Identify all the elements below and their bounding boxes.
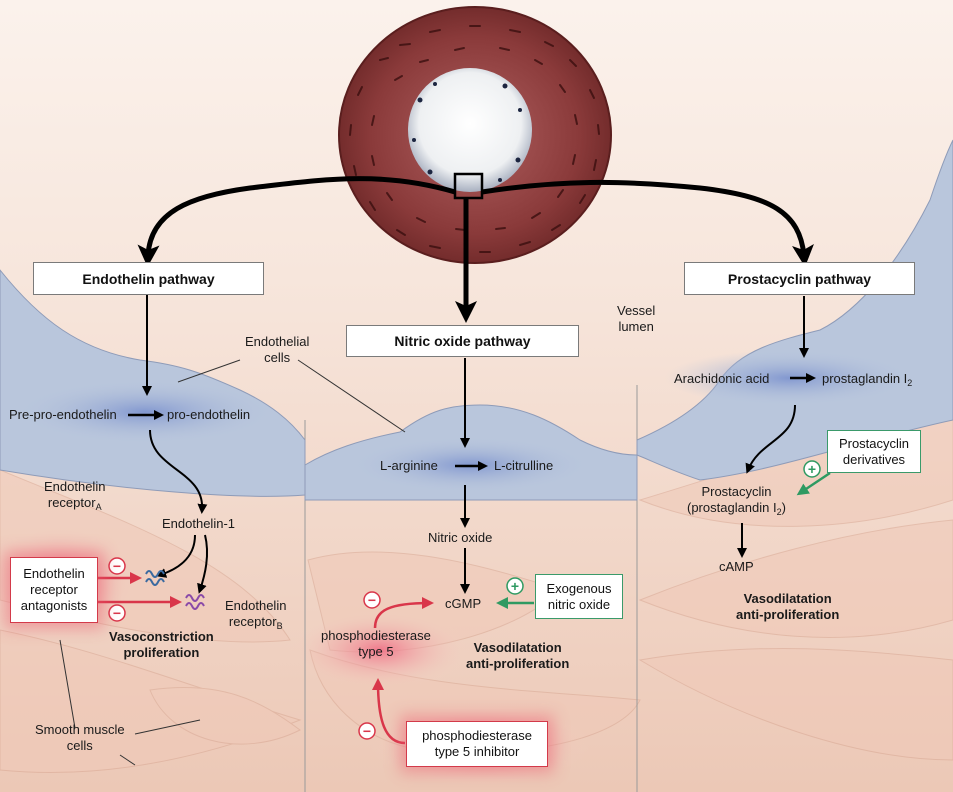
plus-badge-derivatives: + xyxy=(803,460,821,478)
leader-smooth-3 xyxy=(119,754,136,766)
svg-text:−: − xyxy=(113,605,121,621)
vessel-wall-texture xyxy=(349,25,600,253)
leader-smooth-1 xyxy=(59,639,76,729)
prostacyclin-derivatives-box: Prostacyclin derivatives xyxy=(827,430,921,473)
no-vasodilatation-label: Vasodilatation anti-proliferation xyxy=(466,640,570,671)
minus-badge-b: − xyxy=(108,604,126,622)
pde5-label: phosphodiesterase type 5 xyxy=(321,628,431,659)
nitric-oxide-label: Nitric oxide xyxy=(428,530,493,545)
prostaglandin-i2-label: prostaglandin I2 xyxy=(822,371,913,388)
nitric-oxide-pathway-box: Nitric oxide pathway xyxy=(346,325,579,357)
pre-pro-endothelin-label: Pre-pro-endothelin xyxy=(9,407,117,422)
arachidonic-acid-label: Arachidonic acid xyxy=(674,371,770,386)
pg-vasodilatation-label: Vasodilatation anti-proliferation xyxy=(736,591,840,622)
endothelin-1-label: Endothelin-1 xyxy=(162,516,235,531)
arrow-pg-3 xyxy=(745,404,796,474)
leader-endothelial-left xyxy=(177,359,241,383)
vessel-lumen-label: Vessel lumen xyxy=(617,303,656,334)
leader-smooth-2 xyxy=(134,719,201,735)
svg-text:−: − xyxy=(363,723,371,739)
prostacyclin-pathway-title: Prostacyclin pathway xyxy=(727,270,872,287)
vessel-cross-section xyxy=(338,6,612,264)
receptor-a-icon xyxy=(145,570,165,586)
nitric-oxide-pathway-title: Nitric oxide pathway xyxy=(394,333,531,349)
exogenous-nitric-oxide-box: Exogenous nitric oxide xyxy=(535,574,623,619)
endothelin-receptor-a-label: Endothelin receptorA xyxy=(44,479,106,512)
svg-text:+: + xyxy=(511,578,519,594)
arrow-to-prostacyclin xyxy=(481,179,814,267)
minus-badge-pde5: − xyxy=(363,591,381,609)
prostacyclin-pathway-box: Prostacyclin pathway xyxy=(684,262,915,295)
endothelin-pathway-box: Endothelin pathway xyxy=(33,262,264,295)
svg-text:−: − xyxy=(368,592,376,608)
leader-endothelial-mid xyxy=(297,359,406,433)
arrow-endo-3 xyxy=(149,429,208,514)
arrow-to-endothelin xyxy=(137,176,456,267)
arrow-derivatives xyxy=(796,471,831,496)
arrow-inhibitor-pde5 xyxy=(372,678,406,745)
arrow-endo-5 xyxy=(197,534,209,594)
plus-badge-exogenous: + xyxy=(506,577,524,595)
smooth-muscle-cells-label: Smooth muscle cells xyxy=(35,722,125,753)
pde5-inhibitor-box: phosphodiesterase type 5 inhibitor xyxy=(406,721,548,767)
minus-badge-inhibitor: − xyxy=(358,722,376,740)
receptor-b-icon xyxy=(185,594,205,610)
endothelin-receptor-b-label: Endothelin receptorB xyxy=(225,598,287,631)
red-glow-mid xyxy=(290,610,470,690)
camp-label: cAMP xyxy=(719,559,754,574)
endothelial-cells-label: Endothelial cells xyxy=(245,334,310,365)
pro-endothelin-label: pro-endothelin xyxy=(167,407,251,422)
vasoconstriction-label: Vasoconstriction proliferation xyxy=(109,629,214,660)
endothelin-pathway-title: Endothelin pathway xyxy=(82,270,215,287)
svg-text:−: − xyxy=(113,558,121,574)
minus-badge-a: − xyxy=(108,557,126,575)
cgmp-label: cGMP xyxy=(445,596,482,611)
l-arginine-label: L-arginine xyxy=(380,458,438,473)
prostacyclin-label: Prostacyclin (prostaglandin I2) xyxy=(687,484,786,517)
svg-text:+: + xyxy=(808,461,816,477)
nucleus-left xyxy=(15,380,275,444)
arrow-pde5-cgmp xyxy=(373,597,434,629)
endothelin-receptor-antagonists-box: Endothelin receptor antagonists xyxy=(10,557,98,623)
l-citrulline-label: L-citrulline xyxy=(494,458,554,473)
